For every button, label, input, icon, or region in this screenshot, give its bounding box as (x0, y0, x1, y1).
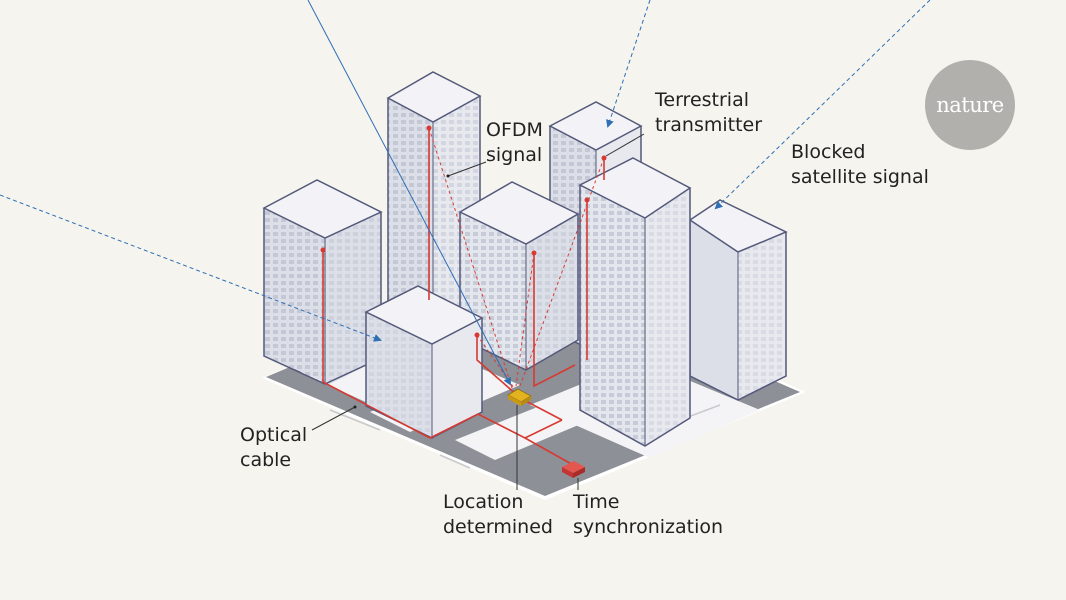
satellite-signals (0, 0, 931, 386)
label-line: Time (573, 491, 620, 513)
terrestrial-transmitter-label: Terrestrial transmitter (655, 88, 762, 138)
label-line: Blocked (791, 141, 866, 163)
label-line: transmitter (655, 114, 763, 136)
location-determined-label: Location determined (443, 490, 553, 540)
label-line: signal (486, 144, 543, 166)
ofdm-signal-lines (428, 127, 605, 389)
vehicle (507, 388, 532, 406)
label-leader-lines (311, 133, 645, 490)
building-tall-front-right (578, 157, 692, 447)
logo-text: nature (936, 93, 1004, 117)
label-line: Optical (240, 424, 308, 446)
label-line: cable (240, 449, 292, 471)
label-line: determined (443, 516, 553, 538)
ofdm-signal-label: OFDM signal (486, 118, 543, 168)
nature-logo: nature (925, 60, 1015, 150)
building-center (458, 181, 580, 371)
leader-dots (353, 174, 450, 409)
time-sync-box (562, 461, 585, 478)
time-synchronization-label: Time synchronization (573, 490, 723, 540)
label-line: Terrestrial (655, 89, 749, 111)
label-line: satellite signal (791, 166, 929, 188)
label-line: OFDM (486, 119, 543, 141)
building-right (688, 199, 788, 401)
optical-cable-label: Optical cable (240, 423, 307, 473)
antenna-nodes (320, 125, 607, 338)
label-line: Location (443, 491, 524, 513)
label-line: synchronization (573, 516, 724, 538)
building-front-left (364, 285, 484, 439)
blocked-satellite-signal-label: Blocked satellite signal (791, 140, 929, 190)
